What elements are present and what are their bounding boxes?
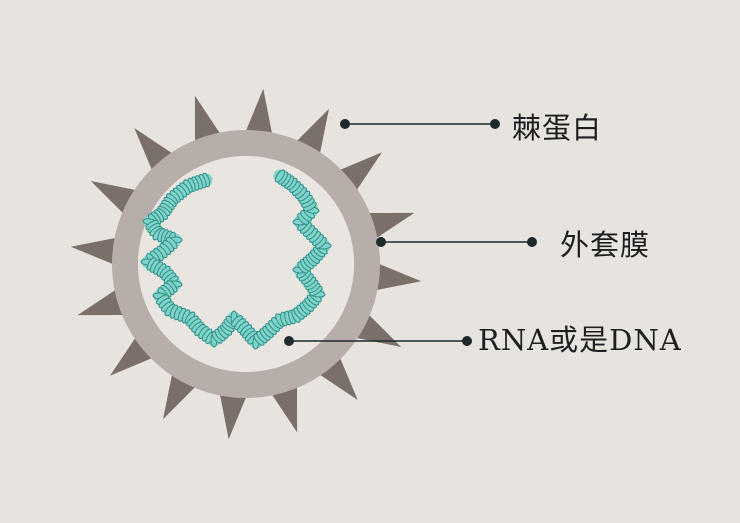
outer-envelope	[112, 130, 380, 398]
spike-leader-end-dot	[490, 119, 500, 129]
envelope-label: 外套膜	[560, 228, 651, 262]
genome-leader-end-dot	[462, 336, 472, 346]
envelope-leader-end-dot	[527, 237, 537, 247]
spike-1	[243, 88, 274, 139]
spike-9	[218, 389, 249, 440]
spike-5	[371, 261, 422, 292]
spike-protein-label: 棘蛋白	[512, 111, 603, 145]
spike-leader-dot	[340, 119, 350, 129]
genome-leader-dot	[284, 336, 294, 346]
genome-label: RNA或是DNA	[478, 323, 682, 357]
genome-coil-ring	[274, 169, 286, 183]
leader-lines	[284, 119, 537, 346]
spike-13	[70, 236, 121, 267]
envelope-leader-dot	[376, 237, 386, 247]
genome-strand	[140, 169, 332, 350]
